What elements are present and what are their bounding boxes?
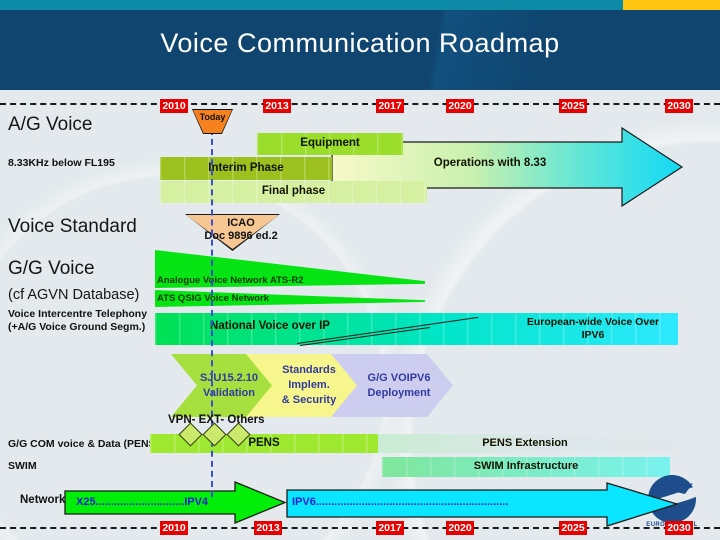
header-band [0,10,720,90]
year-label-top: 2020 [446,99,474,113]
national-voip-label: National Voice over IP [210,320,330,332]
pens-row-label: G/G COM voice & Data (PENS) [8,438,160,450]
section-heading-ag-voice: A/G Voice [8,114,93,135]
section-heading-gg-voice: G/G Voice [8,258,95,279]
operations-arrow-label: Operations with 8.33 [433,157,547,169]
year-label-bottom: 2017 [376,521,404,535]
x25-ipv4-label: X25.............................IPV4 [76,496,209,508]
today-vertical-line [211,129,213,497]
row-label-833khz: 8.33KHz below FL195 [8,157,115,169]
interim-phase-label: Interim Phase [208,162,284,174]
icao-label: ICAO Doc 9896 ed.2 [178,217,304,242]
vpn-ext-others-label: VPN- EXT- Others [168,414,265,426]
analogue-network-label: Analogue Voice Network ATS-R2 [157,275,304,286]
section-heading-voice-standard: Voice Standard [8,216,137,237]
european-voip-line2: IPV6 [581,328,605,341]
final-phase-label: Final phase [261,185,326,197]
x25-ipv4-arrow [64,481,287,524]
icao-label-line1: ICAO [227,217,255,229]
year-label-bottom: 2025 [559,521,587,535]
year-label-bottom: 2010 [160,521,188,535]
today-label: Today [199,112,226,122]
page-title: Voice Communication Roadmap [160,28,560,58]
chevron-line: Deployment [367,386,431,399]
european-voip-line1: European-wide Voice Over [526,316,660,328]
gg-voice-subheading: (cf AGVN Database) [8,287,140,303]
european-voip-label: European-wide Voice Over IPV6 [498,316,688,341]
swim-infrastructure-label: SWIM Infrastructure [473,460,579,472]
pens-bar-label: PENS [248,437,280,449]
year-label-bottom: 2030 [665,521,693,535]
year-label-top: 2025 [559,99,587,113]
network-row-label: Network [20,494,66,506]
ipv6-label: IPV6....................................… [292,496,509,508]
swim-infrastructure-bar: SWIM Infrastructure [382,457,670,477]
year-label-bottom: 2013 [254,521,282,535]
chevron-line: G/G VOIPV6 [367,371,431,384]
year-label-top: 2010 [160,99,188,113]
ipv6-arrow [286,482,680,527]
chevron-line: SJU15.2.10 [199,371,259,384]
year-label-top: 2030 [665,99,693,113]
chevron-line: & Security [281,394,337,406]
header-teal-strip [0,0,623,10]
today-marker-fill [193,110,232,133]
year-label-bottom: 2020 [446,521,474,535]
final-phase-bar: Final phase [160,181,427,203]
intercentre-label-line1: Voice Intercentre Telephony [8,308,148,320]
icao-label-line2: Doc 9896 ed.2 [204,229,278,242]
pens-extension-bar: PENS Extension [378,434,672,453]
pens-extension-label: PENS Extension [482,437,568,449]
timeline-bottom-line [0,527,720,529]
header-yellow-block [623,0,720,10]
interim-phase-bar: Interim Phase [160,157,332,180]
year-label-top: 2017 [376,99,404,113]
chevron-line: Standards [282,364,336,376]
qsig-network-label: ATS QSIG Voice Network [157,293,270,304]
year-label-top: 2013 [263,99,291,113]
intercentre-label-line2: (+A/G Voice Ground Segm.) [8,321,146,333]
today-marker: Today [192,109,233,134]
swim-row-label: SWIM [8,460,37,472]
voip-bar [155,313,678,345]
chevron-line: Implem. [288,379,330,391]
timeline-top-line [0,103,720,105]
equipment-bar: Equipment [257,133,403,155]
equipment-bar-label: Equipment [300,137,360,149]
chevron-line: Validation [203,386,255,399]
